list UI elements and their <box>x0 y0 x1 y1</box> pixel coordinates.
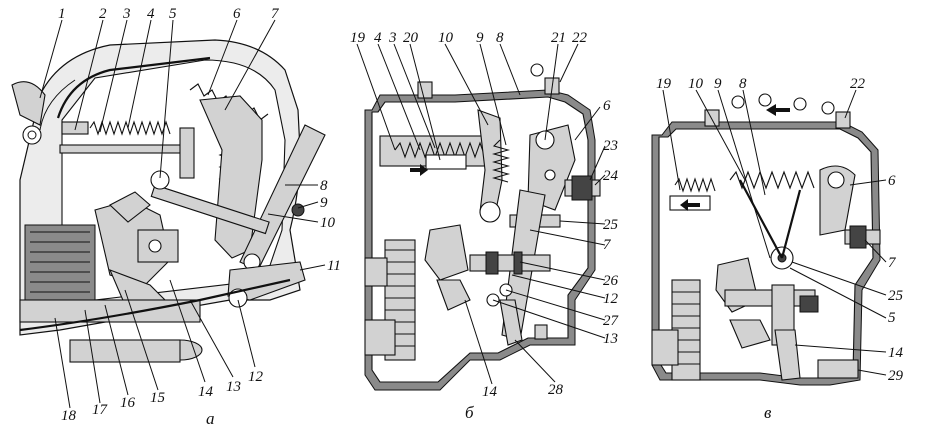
label-a-3: 3 <box>122 6 131 22</box>
label-a-17: 17 <box>92 402 109 418</box>
label-v-10: 10 <box>688 76 704 92</box>
label-b-14: 14 <box>482 384 498 400</box>
label-v-8: 8 <box>739 76 747 92</box>
panel-a-labels: 1 2 3 4 5 6 7 8 9 10 11 12 13 14 15 16 1… <box>58 6 341 428</box>
label-v-5: 5 <box>888 310 896 326</box>
label-a-12: 12 <box>248 369 264 385</box>
label-b-20: 20 <box>403 30 419 46</box>
label-b-19: 19 <box>350 30 366 46</box>
label-b-3: 3 <box>388 30 397 46</box>
label-v-22: 22 <box>850 76 866 92</box>
label-b-7: 7 <box>603 237 612 253</box>
panel-b-labels: 19 4 3 20 10 9 8 21 22 6 23 24 25 7 26 1… <box>350 30 620 422</box>
caption-b: б <box>465 403 474 422</box>
label-a-18: 18 <box>61 408 77 424</box>
label-b-8: 8 <box>496 30 504 46</box>
label-b-24: 24 <box>603 168 619 184</box>
label-a-2: 2 <box>99 6 107 22</box>
label-b-9: 9 <box>476 30 484 46</box>
panel-b-leaders <box>356 43 606 385</box>
label-b-26: 26 <box>603 273 619 289</box>
label-a-9: 9 <box>320 195 328 211</box>
panel-a-leaders <box>39 19 326 409</box>
label-a-15: 15 <box>150 390 166 406</box>
panel-v-leaders <box>662 89 887 376</box>
caption-v: в <box>764 403 772 422</box>
panel-v-drawing <box>651 93 881 386</box>
caption-a: а <box>206 409 215 428</box>
label-a-11: 11 <box>327 258 341 274</box>
label-a-14: 14 <box>198 384 214 400</box>
label-a-7: 7 <box>271 6 280 22</box>
label-v-14: 14 <box>888 345 904 361</box>
label-v-29: 29 <box>888 368 904 384</box>
label-b-28: 28 <box>548 382 564 398</box>
panel-v-labels: 19 10 9 8 22 6 7 25 5 14 29 в <box>656 76 904 422</box>
label-v-7: 7 <box>888 255 897 271</box>
label-b-27: 27 <box>603 313 620 329</box>
label-b-23: 23 <box>603 138 618 154</box>
panel-b-drawing <box>364 63 601 391</box>
label-a-10: 10 <box>320 215 336 231</box>
label-b-12: 12 <box>603 291 619 307</box>
label-v-19: 19 <box>656 76 672 92</box>
label-b-25: 25 <box>603 217 619 233</box>
panel-a-drawing <box>11 39 326 363</box>
label-v-9: 9 <box>714 76 722 92</box>
label-a-4: 4 <box>147 6 155 22</box>
label-a-8: 8 <box>320 178 328 194</box>
label-b-4: 4 <box>374 30 382 46</box>
label-b-21: 21 <box>551 30 566 46</box>
label-v-25: 25 <box>888 288 904 304</box>
label-b-6: 6 <box>603 98 611 114</box>
label-a-1: 1 <box>58 6 66 22</box>
label-a-16: 16 <box>120 395 136 411</box>
label-b-13: 13 <box>603 331 618 347</box>
label-a-6: 6 <box>233 6 241 22</box>
label-b-10: 10 <box>438 30 454 46</box>
label-v-6: 6 <box>888 173 896 189</box>
label-a-13: 13 <box>226 379 241 395</box>
label-a-5: 5 <box>169 6 177 22</box>
label-b-22: 22 <box>572 30 588 46</box>
